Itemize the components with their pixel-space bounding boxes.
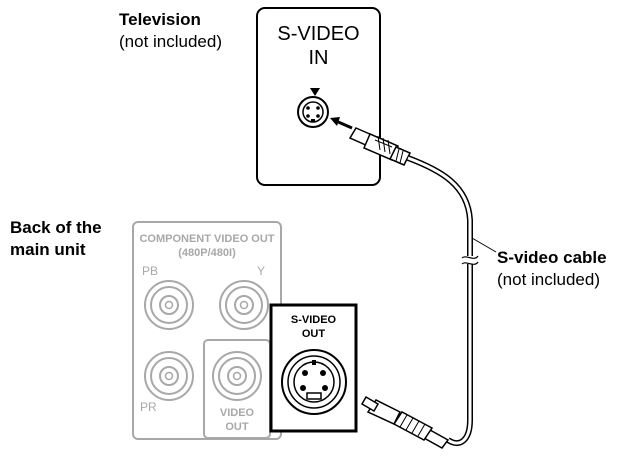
cable-label: S-video cable: [497, 248, 607, 267]
component-label-line1: COMPONENT VIDEO OUT: [139, 233, 274, 245]
television-note: (not included): [119, 32, 222, 51]
arrow-down-icon: [310, 88, 320, 96]
rca-jack-icon: [144, 280, 194, 330]
tv-jack-label-line2: IN: [309, 47, 329, 69]
rca-jack-icon: [144, 351, 194, 401]
svideo-out-line1: S-VIDEO: [291, 314, 337, 326]
main-unit-label-line1: Back of the: [10, 218, 102, 237]
svideo-jack-icon: [297, 96, 329, 128]
television-panel: [256, 7, 381, 186]
video-out-line1: VIDEO: [220, 407, 255, 419]
jack-pr-label: PR: [140, 400, 157, 414]
svideo-cable: [348, 127, 479, 449]
rca-jack-icon: [219, 280, 269, 330]
video-out-line2: OUT: [225, 421, 249, 433]
main-unit-label-line2: main unit: [10, 240, 86, 259]
cable-leader-line: [471, 237, 497, 253]
arrow-icon: [330, 117, 353, 130]
component-label-line2: (480P/480I): [178, 247, 236, 259]
tv-jack-label-line1: S-VIDEO: [277, 23, 359, 45]
svideo-out-line2: OUT: [302, 328, 326, 340]
rca-jack-icon: [212, 351, 262, 401]
cable-note: (not included): [497, 270, 600, 289]
svideo-jack-icon: [281, 349, 347, 415]
jack-y-label: Y: [257, 264, 265, 278]
jack-pb-label: PB: [142, 264, 158, 278]
television-title: Television: [119, 10, 201, 29]
